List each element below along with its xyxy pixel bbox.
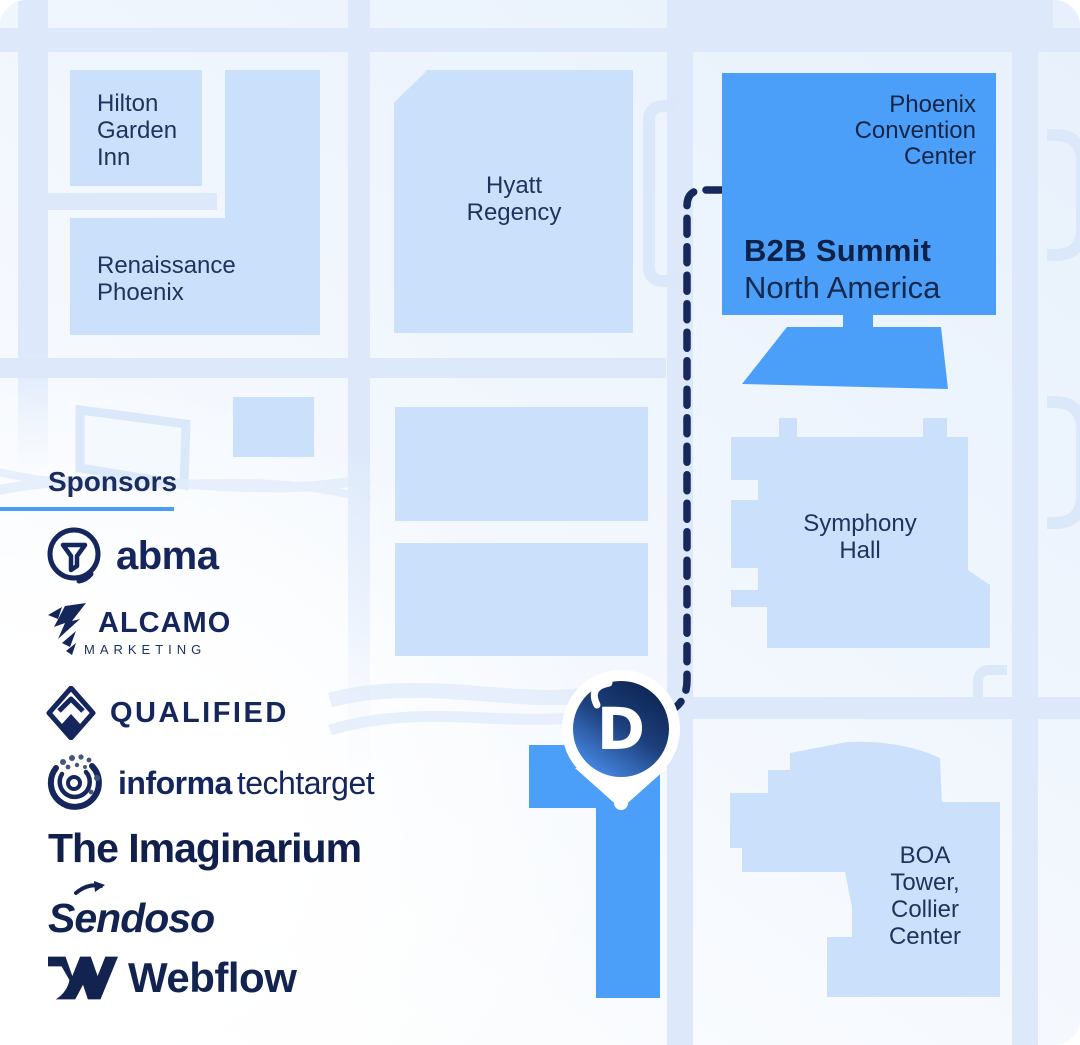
sponsor-sendoso: Sendoso [48, 881, 215, 944]
sponsor-informa-techtarget: informa techtarget [46, 752, 375, 814]
building-block-mid-1 [395, 407, 648, 521]
highlighted-road [529, 745, 660, 998]
building-hyatt-regency [394, 70, 633, 333]
sponsor-the-imaginarium: The Imaginarium [48, 824, 362, 872]
building-block-small [233, 397, 314, 457]
shards-icon [48, 603, 86, 655]
label-phoenix-convention-center: Phoenix Convention Center [854, 91, 976, 170]
label-boa-tower: BOA Tower, Collier Center [888, 842, 962, 950]
label-hilton-garden-inn: Hilton Garden Inn [97, 90, 178, 171]
label-renaissance-phoenix: Renaissance Phoenix [97, 252, 236, 306]
sponsors-underline [0, 507, 174, 511]
sponsor-techtarget-label: techtarget [236, 764, 375, 801]
location-pin-icon [562, 670, 680, 810]
pin-brand-letter: D [596, 695, 646, 763]
sponsor-alcamo-sublabel: MARKETING [84, 642, 207, 657]
sponsor-imaginarium-label: The Imaginarium [48, 824, 362, 871]
dotted-orbit-icon [47, 754, 102, 810]
sponsor-webflow: Webflow [48, 950, 297, 1006]
sponsor-sendoso-label: Sendoso [48, 894, 215, 941]
sponsors-heading: Sponsors [48, 466, 178, 497]
event-subtitle: North America [744, 270, 941, 305]
sponsor-qualified-label: QUALIFIED [110, 696, 289, 729]
building-symphony-hall [731, 418, 990, 648]
building-hilton-garden-inn [70, 70, 202, 186]
convention-center-stem [843, 313, 873, 329]
sponsor-qualified: QUALIFIED [46, 686, 289, 740]
w-icon [48, 956, 118, 1000]
route-dashed-path [666, 186, 726, 715]
sponsor-webflow-label: Webflow [128, 954, 297, 1001]
sponsor-abma-label: abma [116, 533, 219, 578]
label-symphony-hall: Symphony Hall [803, 510, 917, 564]
label-hyatt-regency: Hyatt Regency [466, 172, 562, 226]
arrow-icon [74, 881, 105, 895]
sponsor-alcamo: ALCAMO MARKETING [46, 600, 231, 664]
event-title: B2B Summit [744, 233, 932, 268]
sponsor-abma: abma [46, 526, 219, 586]
street-decorations [643, 100, 1080, 697]
diamond-icon [46, 686, 96, 740]
convention-center-plaza [742, 327, 948, 389]
building-phoenix-convention-center [722, 73, 996, 315]
sponsor-alcamo-label: ALCAMO [98, 607, 232, 639]
building-boa-tower [730, 741, 1000, 997]
building-block-mid-2 [395, 543, 648, 656]
funnel-circle-icon [47, 527, 101, 584]
sponsor-informa-label: informa [118, 764, 232, 801]
